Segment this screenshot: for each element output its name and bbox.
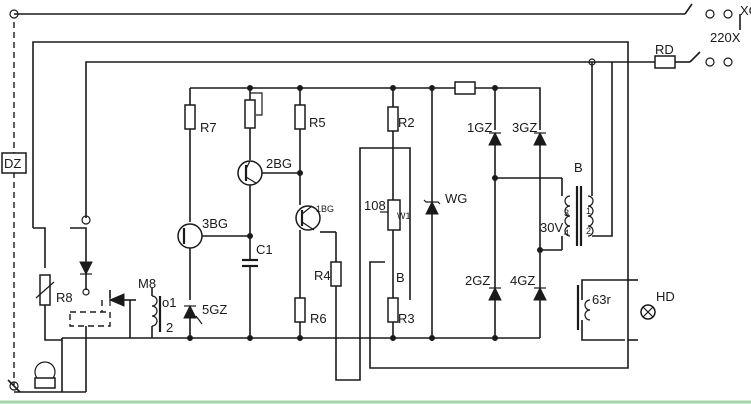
resistor-r2 — [387, 88, 399, 200]
dz-component: DZ — [1, 152, 27, 174]
m8-label: M8 — [138, 276, 156, 291]
r3-label: R3 — [398, 311, 415, 326]
r4-label: R4 — [314, 268, 331, 283]
3bg-label: 3BG — [202, 216, 228, 231]
2bg-label: 2BG — [266, 156, 292, 171]
transformer-b — [561, 58, 613, 250]
transistor-3bg — [177, 223, 253, 300]
5gz-label: 5GZ — [202, 302, 227, 317]
w1-label: W1 — [397, 211, 411, 221]
c1-label: C1 — [256, 242, 273, 257]
transistor-1bg — [295, 205, 337, 298]
zener-wg — [423, 88, 441, 338]
r6-label: R6 — [310, 311, 327, 326]
left-section — [14, 215, 136, 393]
resistor-r7 — [184, 88, 196, 222]
terminal-2: 2 — [586, 226, 591, 236]
1bg-label: 1BG — [316, 204, 334, 214]
wg-label: WG — [445, 191, 467, 206]
r7-label: R7 — [200, 120, 217, 135]
terminal-4: 4 — [564, 228, 569, 238]
1gz-label: 1GZ — [467, 120, 492, 135]
dz-label: DZ — [4, 156, 21, 171]
lamp-hd — [628, 279, 656, 341]
2gz-label: 2GZ — [465, 273, 490, 288]
transistor-2bg — [237, 160, 303, 236]
resistor-r6 — [294, 297, 306, 338]
resistor-r3 — [387, 297, 399, 338]
potentiometer-w1 — [380, 199, 401, 298]
b-top-label: B — [574, 160, 583, 175]
r2-label: R2 — [398, 115, 415, 130]
108-label: 108 — [364, 198, 386, 213]
b-mid-label: B — [396, 270, 405, 285]
30v-label: 30V — [540, 220, 563, 235]
3gz-label: 3GZ — [512, 120, 537, 135]
mains-wiring — [7, 3, 741, 393]
63r-label: 63r — [592, 292, 611, 307]
thyristor-5gz — [183, 304, 203, 338]
4gz-label: 4GZ — [510, 273, 535, 288]
capacitor-c1 — [242, 236, 258, 338]
potentiometer — [244, 88, 263, 160]
m8-terminal-2: 2 — [166, 320, 173, 335]
r8-label: R8 — [56, 290, 73, 305]
resistor-r4 — [330, 147, 411, 381]
hd-label: HD — [656, 289, 675, 304]
terminal-1: 1 — [586, 206, 591, 216]
terminal-3: 3 — [564, 208, 569, 218]
xc-label: XC — [740, 3, 751, 18]
resistor-r5 — [294, 88, 306, 205]
r5-label: R5 — [309, 115, 326, 130]
rectifier-bridge — [488, 131, 562, 301]
inductor-m8 — [151, 288, 162, 338]
ground-rail — [62, 300, 541, 341]
m8-terminal-1: o1 — [162, 295, 176, 310]
rd-label: RD — [655, 42, 674, 57]
mains-label: 220X — [710, 30, 741, 45]
relay-63r — [576, 279, 628, 341]
